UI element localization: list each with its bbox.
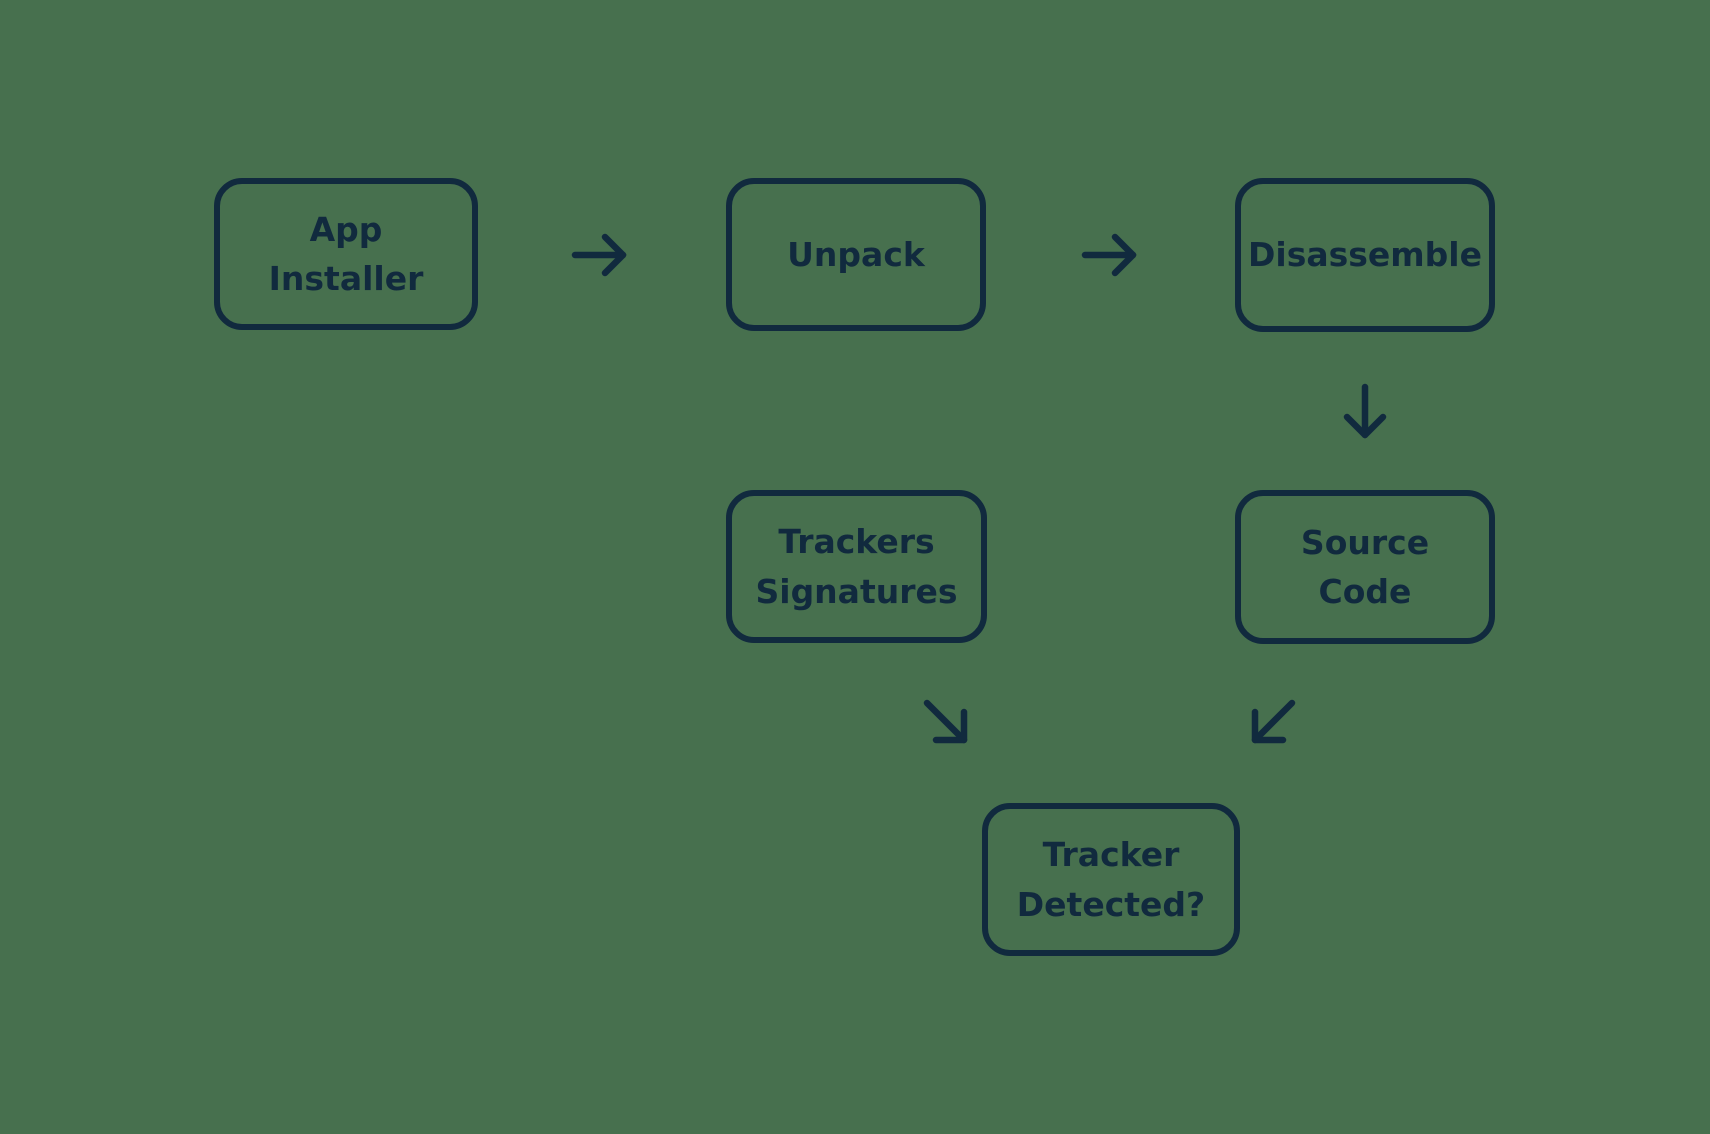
arrow-right-icon — [1080, 225, 1140, 285]
node-disassemble: Disassemble — [1235, 178, 1495, 332]
node-trackers-signatures-label: Trackers Signatures — [755, 522, 958, 611]
arrow-down-left-icon — [1241, 694, 1301, 754]
arrow-right-icon — [570, 225, 630, 285]
node-tracker-detected: Tracker Detected? — [982, 803, 1240, 956]
node-app-installer: App Installer — [214, 178, 478, 330]
node-trackers-signatures: Trackers Signatures — [726, 490, 987, 643]
node-unpack: Unpack — [726, 178, 986, 331]
node-source-code-label: Source Code — [1300, 522, 1430, 612]
arrow-down-right-icon — [918, 694, 978, 754]
node-tracker-detected-label: Tracker Detected? — [1016, 835, 1206, 924]
node-app-installer-label: App Installer — [268, 209, 424, 299]
node-unpack-label: Unpack — [787, 234, 925, 274]
node-source-code: Source Code — [1235, 490, 1495, 644]
node-disassemble-label: Disassemble — [1248, 235, 1482, 275]
arrow-down-icon — [1335, 382, 1395, 442]
